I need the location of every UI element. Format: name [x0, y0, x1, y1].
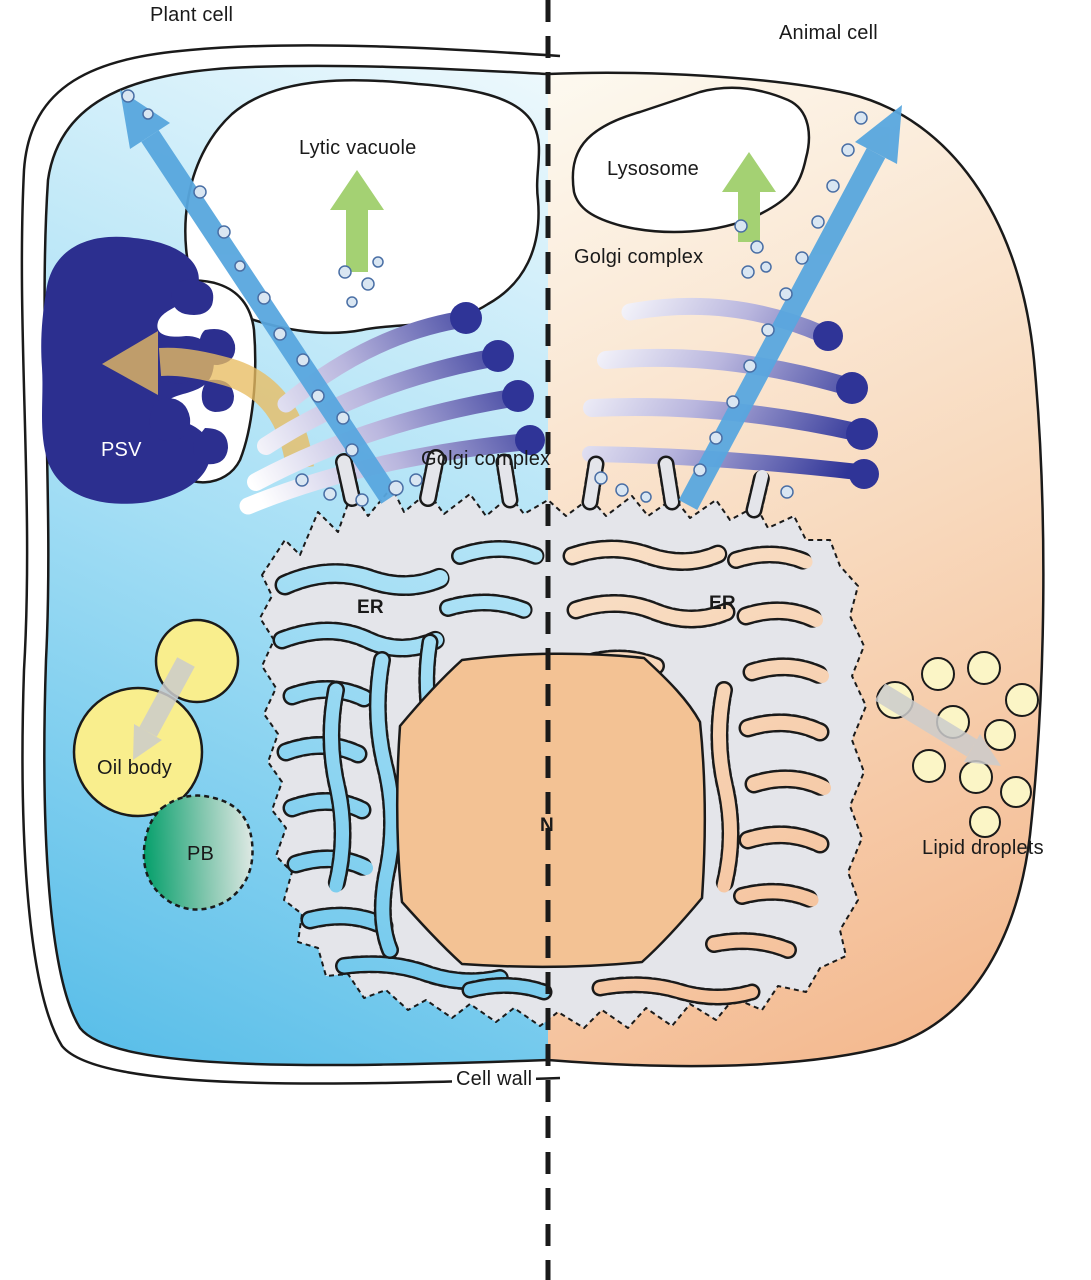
lipid-droplet	[1005, 683, 1039, 717]
vesicle	[338, 265, 352, 279]
vesicle	[355, 493, 369, 507]
lipid-droplet	[912, 749, 946, 783]
vesicle	[361, 277, 375, 291]
vesicle	[323, 487, 337, 501]
vesicle	[234, 260, 246, 272]
plasma-membrane	[43, 64, 1045, 1068]
label-animal-cell: Animal cell	[779, 22, 878, 44]
vesicle	[615, 483, 629, 497]
secretory-arrow-plant	[120, 90, 399, 504]
psv-fragment	[149, 397, 191, 441]
vesicle	[295, 473, 309, 487]
label-oil-body: Oil body	[97, 757, 172, 779]
label-er-plant: ER	[357, 597, 384, 618]
vesicle	[640, 491, 652, 503]
label-golgi-animal: Golgi complex	[574, 246, 704, 268]
lipid-droplet	[959, 760, 993, 794]
label-golgi-plant: Golgi complex	[421, 448, 551, 470]
vesicle	[594, 471, 608, 485]
vesicle	[734, 219, 748, 233]
vesicle	[193, 185, 207, 199]
vesicle	[311, 389, 325, 403]
vacuole-arrow-green	[330, 170, 384, 272]
vesicle	[336, 411, 350, 425]
vesicle	[826, 179, 840, 193]
vesicle	[388, 480, 404, 496]
label-lytic-vacuole: Lytic vacuole	[299, 137, 417, 159]
vesicles-plant	[121, 89, 423, 507]
label-psv: PSV	[101, 439, 142, 461]
vesicles-animal	[594, 111, 868, 503]
vesicle	[750, 240, 764, 254]
psv-fragment	[171, 279, 214, 315]
vesicle	[409, 473, 423, 487]
vesicle	[142, 108, 154, 120]
vesicle	[121, 89, 135, 103]
vesicle	[257, 291, 271, 305]
vesicle	[811, 215, 825, 229]
lipid-droplet	[967, 651, 1001, 685]
vesicle	[296, 353, 310, 367]
nucleus-shape	[395, 652, 707, 969]
vesicle	[372, 256, 384, 268]
lysosome-arrow-green	[722, 152, 776, 242]
vesicle	[795, 251, 809, 265]
label-plant-cell: Plant cell	[150, 4, 234, 26]
lipid-droplets-arrow	[874, 683, 1001, 766]
secretory-arrow-animal	[678, 105, 902, 510]
vesicle	[761, 323, 775, 337]
label-pb: PB	[187, 843, 215, 865]
vesicle	[760, 261, 772, 273]
label-cell-wall: Cell wall	[452, 1068, 537, 1091]
label-er-animal: ER	[709, 593, 736, 614]
vesicle	[780, 485, 794, 499]
vesicle	[693, 463, 707, 477]
lipid-droplet	[1000, 776, 1032, 808]
psv-fragment	[193, 428, 228, 465]
label-nucleus: N	[540, 815, 554, 836]
vesicle	[779, 287, 793, 301]
vesicle	[726, 395, 740, 409]
vesicle	[273, 327, 287, 341]
pb-shape	[142, 794, 254, 911]
vesicle	[709, 431, 723, 445]
cell-wall-outline	[20, 44, 561, 1085]
golgi-animal-stack	[582, 297, 879, 489]
vesicle	[741, 265, 755, 279]
vesicle	[346, 296, 358, 308]
lipid-droplet	[984, 719, 1016, 751]
vesicle	[854, 111, 868, 125]
oil-body-arrow	[133, 657, 195, 760]
vesicle	[345, 443, 359, 457]
label-lipid-droplets: Lipid droplets	[922, 837, 1044, 859]
vesicle	[743, 359, 757, 373]
psv-fragment	[201, 379, 234, 412]
vesicle	[217, 225, 231, 239]
lipid-droplet	[921, 657, 955, 691]
vesicle	[841, 143, 855, 157]
label-lysosome: Lysosome	[607, 158, 700, 180]
lipid-droplet	[969, 806, 1001, 838]
